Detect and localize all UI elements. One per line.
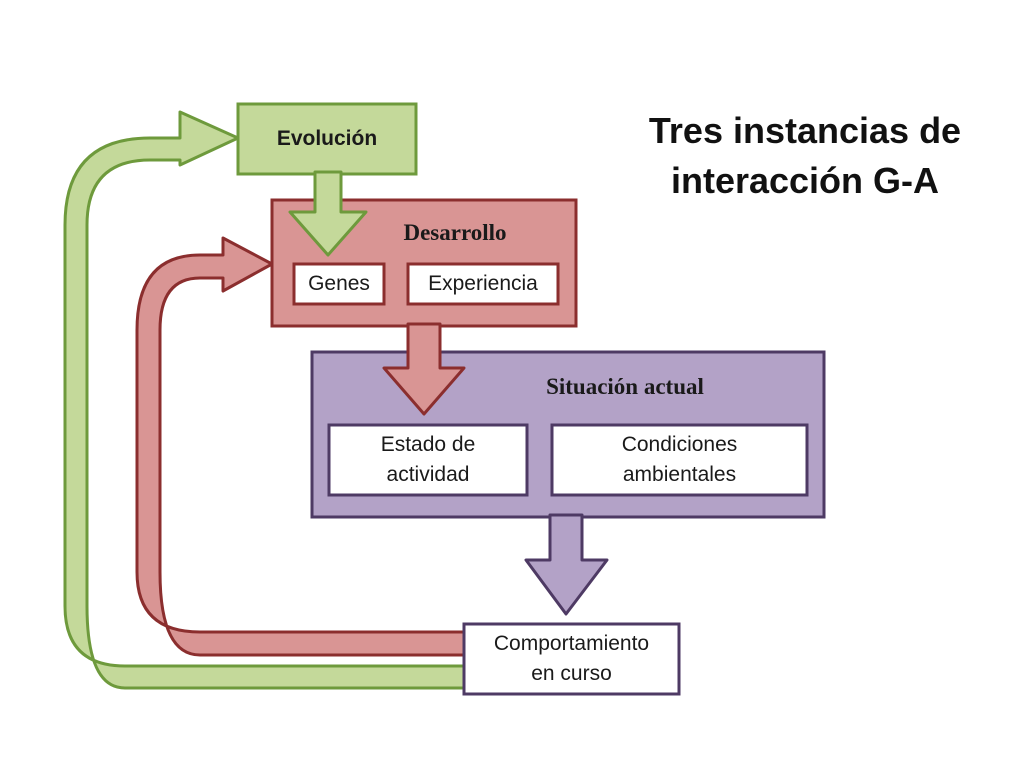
genes-label: Genes [294, 264, 384, 304]
estado-label: Estado de actividad [329, 425, 527, 495]
condiciones-line-2: ambientales [622, 463, 737, 486]
experiencia-label: Experiencia [408, 264, 558, 304]
estado-box [327, 423, 529, 497]
condiciones-line-1: Condiciones [621, 433, 738, 456]
diagram-title: Tres instancias de interacción G-A [600, 106, 1010, 206]
estado-line-1: Estado de [380, 433, 476, 456]
evolucion-box [236, 102, 418, 176]
situacion-label: Situación actual [546, 374, 704, 399]
genes-text: Genes [308, 272, 370, 295]
title-line-1: Tres instancias de [648, 110, 962, 151]
experiencia-text: Experiencia [428, 272, 538, 295]
comportamiento-line-1: Comportamiento [493, 632, 650, 655]
comportamiento-line-2: en curso [531, 662, 612, 685]
red-down-arrow [382, 322, 466, 416]
experiencia-box [406, 262, 560, 306]
estado-line-2: actividad [386, 463, 470, 486]
condiciones-box [550, 423, 809, 497]
desarrollo-label: Desarrollo [403, 220, 507, 245]
comportamiento-label: Comportamiento en curso [464, 624, 679, 694]
comportamiento-box [462, 622, 681, 696]
title-line-2: interacción G-A [670, 160, 940, 201]
green-feedback-arrow [63, 110, 467, 690]
genes-box [292, 262, 386, 306]
condiciones-label: Condiciones ambientales [552, 425, 807, 495]
purple-down-arrow [524, 513, 609, 616]
red-feedback-arrow [135, 236, 467, 657]
green-down-arrow [288, 170, 368, 257]
evolucion-label: Evolución [276, 127, 378, 150]
